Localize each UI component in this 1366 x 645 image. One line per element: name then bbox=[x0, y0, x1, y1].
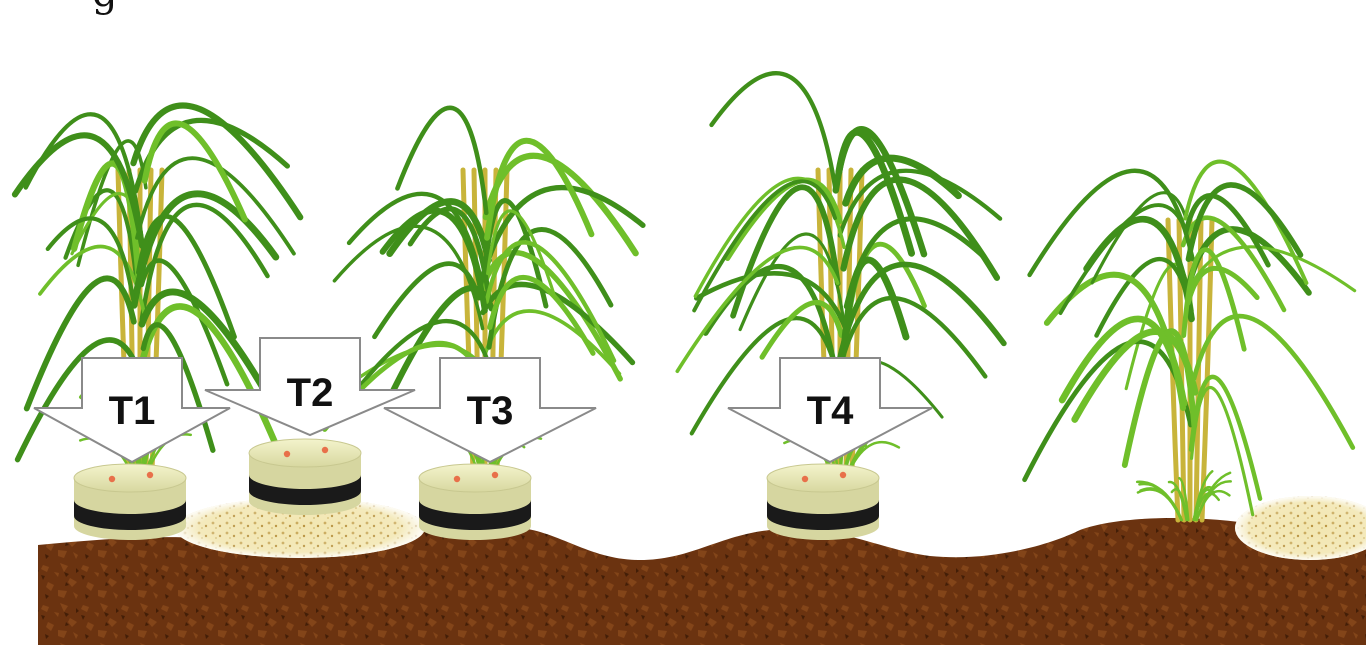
treatment-arrow-t2: T2 bbox=[205, 338, 415, 435]
treatment-label: T4 bbox=[807, 389, 854, 433]
sensor-disc bbox=[74, 464, 186, 540]
sugarcane-plants bbox=[15, 73, 1355, 520]
treatment-label: T1 bbox=[109, 389, 156, 433]
sugarcane-plant bbox=[1025, 162, 1355, 520]
treatment-arrow-t3: T3 bbox=[384, 358, 596, 462]
sensor-disc bbox=[249, 439, 361, 515]
treatment-label: T3 bbox=[467, 389, 514, 433]
treatment-label: T2 bbox=[287, 371, 334, 415]
sensor-disc bbox=[767, 464, 879, 540]
sensor-disc bbox=[419, 464, 531, 540]
